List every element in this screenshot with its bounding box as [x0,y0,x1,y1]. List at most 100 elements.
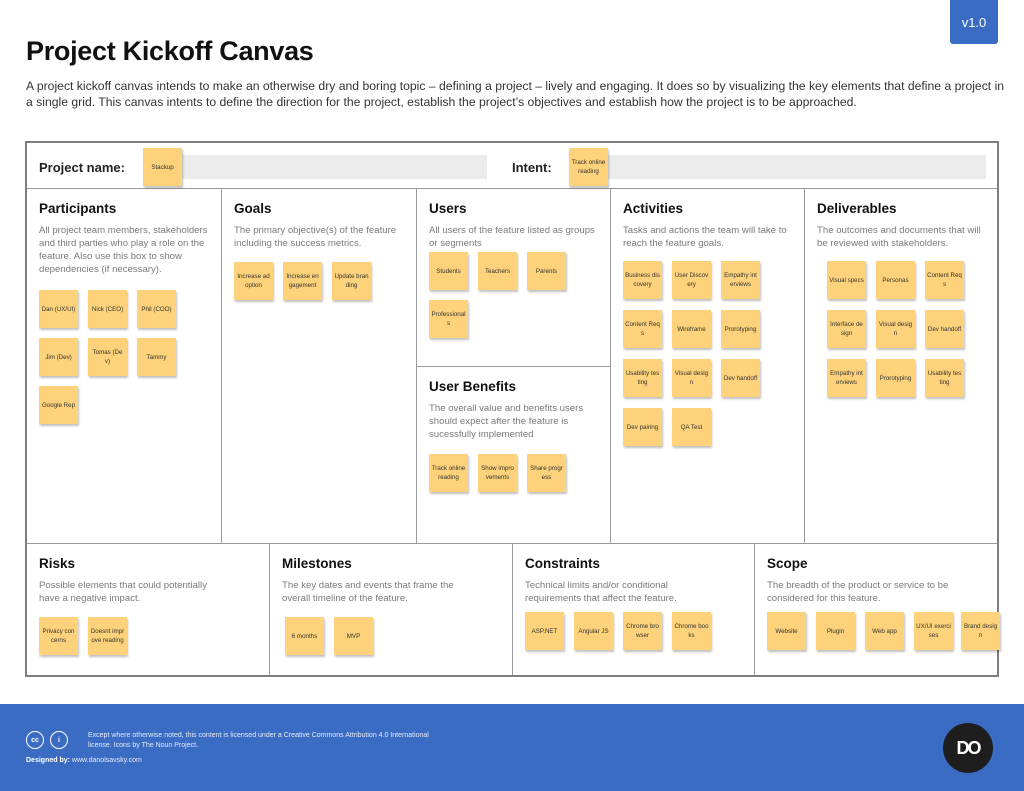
sticky-note[interactable]: Chrome books [672,612,711,650]
sticky-note[interactable]: Tomas (Dev) [88,338,127,376]
sticky-note[interactable]: Parents [527,252,566,290]
sticky-note[interactable]: Stackup [143,148,182,186]
sticky-note[interactable]: ASP.NET [525,612,564,650]
sticky-note[interactable]: Content Reqs [925,261,964,299]
section-description: Tasks and actions the team will take to … [623,225,787,249]
intro-text: A project kickoff canvas intends to make… [26,79,1005,109]
header-row: Project name: Stackup Intent: Track onli… [27,143,997,189]
project-name-label: Project name: [39,160,125,175]
participants-section: Participants All project team members, s… [27,189,222,544]
sticky-note[interactable]: Angular JS [574,612,613,650]
section-title: Goals [234,201,272,216]
sticky-note[interactable]: Empathy interviews [827,359,866,397]
sticky-note[interactable]: Website [767,612,806,650]
sticky-note[interactable]: Web app [865,612,904,650]
sticky-note[interactable]: Wireframe [672,310,711,348]
sticky-note[interactable]: Increase engagement [283,262,322,300]
section-description: Technical limits and/or conditional requ… [525,580,677,604]
users-section: Users All users of the feature listed as… [417,189,611,367]
sticky-note[interactable]: UX/UI exercises [914,612,953,650]
sticky-note[interactable]: Doesnt improve reading [88,617,127,655]
section-description: All project team members, stakeholders a… [39,225,208,275]
sticky-note[interactable]: Visual design [672,359,711,397]
license-statement: Except where otherwise noted, this conte… [88,732,429,749]
footer: cc i Except where otherwise noted, this … [0,704,1024,791]
creative-commons-icon: cc [26,731,44,749]
intent-label: Intent: [512,160,552,175]
sticky-note[interactable]: Visual design [876,310,915,348]
section-description: The primary objective(s) of the feature … [234,225,397,249]
sticky-note[interactable]: Tammy [137,338,176,376]
user-benefits-section: User Benefits The overall value and bene… [417,367,611,544]
sticky-note[interactable]: Prorotyping [876,359,915,397]
sticky-note[interactable]: Update branding [332,262,371,300]
sticky-note[interactable]: Visual specs [827,261,866,299]
goals-section: Goals The primary objective(s) of the fe… [222,189,417,544]
sticky-note[interactable]: Nick (CEO) [88,290,127,328]
section-description: All users of the feature listed as group… [429,225,595,249]
sticky-note[interactable]: 6 months [285,617,324,655]
section-title: Users [429,201,467,216]
deliverables-section: Deliverables The outcomes and documents … [805,189,997,544]
kickoff-canvas: Project name: Stackup Intent: Track onli… [25,141,1000,677]
sticky-note[interactable]: Students [429,252,468,290]
sticky-note[interactable]: Dev handoff [721,359,760,397]
version-badge: v1.0 [950,0,998,44]
brand-logo: DO [943,723,993,773]
section-title: Activities [623,201,684,216]
section-description: The outcomes and documents that will be … [817,225,981,249]
designer-link[interactable]: www.danolsavsky.com [71,757,142,764]
section-title: Participants [39,201,117,216]
milestones-section: Milestones The key dates and events that… [270,544,513,675]
section-description: The key dates and events that frame the … [282,580,454,604]
sticky-note[interactable]: Empathy interviews [721,261,760,299]
license-text: Except where otherwise noted, this conte… [88,731,448,751]
designed-by: Designed by: www.danolsavsky.com [26,757,142,764]
sticky-note[interactable]: Google Rep [39,386,78,424]
sticky-note[interactable]: Jim (Dev) [39,338,78,376]
sticky-note[interactable]: Content Reqs [623,310,662,348]
sticky-note[interactable]: Phil (COO) [137,290,176,328]
sticky-note[interactable]: MVP [334,617,373,655]
sticky-note[interactable]: Plugin [816,612,855,650]
sticky-note[interactable]: Business discovery [623,261,662,299]
sticky-note[interactable]: Increase adoption [234,262,273,300]
sticky-note[interactable]: Dan (UX/UI) [39,290,78,328]
section-description: The breadth of the product or service to… [767,580,949,604]
sticky-note[interactable]: Privacy concerns [39,617,78,655]
sticky-note[interactable]: Teachers [478,252,517,290]
sticky-note[interactable]: Interface design [827,310,866,348]
sticky-note[interactable]: Share progress [527,454,566,492]
sticky-note[interactable]: Show improvements [478,454,517,492]
sticky-note[interactable]: Brand design [961,612,1000,650]
section-title: User Benefits [429,379,517,394]
activities-section: Activities Tasks and actions the team wi… [611,189,805,544]
sticky-note[interactable]: Professionals [429,300,468,338]
project-name-field[interactable] [165,155,487,179]
section-description: The overall value and benefits users sho… [429,403,584,440]
sticky-note[interactable]: Dev handoff [925,310,964,348]
designed-by-label: Designed by: [26,757,70,764]
constraints-section: Constraints Technical limits and/or cond… [513,544,755,675]
sticky-note[interactable]: Usability testing [925,359,964,397]
section-title: Scope [767,556,808,571]
risks-section: Risks Possible elements that could poten… [27,544,270,675]
scope-section: Scope The breadth of the product or serv… [755,544,1000,675]
sticky-note[interactable]: Dev pairing [623,408,662,446]
section-title: Deliverables [817,201,897,216]
page-title: Project Kickoff Canvas [26,36,314,66]
section-title: Constraints [525,556,601,571]
intent-field[interactable] [583,155,986,179]
sticky-note[interactable]: Prorotyping [721,310,760,348]
attribution-icon: i [50,731,68,749]
sticky-note[interactable]: Track online reading [569,148,608,186]
sticky-note[interactable]: Chrome browser [623,612,662,650]
sticky-note[interactable]: Personas [876,261,915,299]
sticky-note[interactable]: Track online reading [429,454,468,492]
section-description: Possible elements that could potentially… [39,580,207,604]
section-title: Risks [39,556,76,571]
sticky-note[interactable]: QA Test [672,408,711,446]
sticky-note[interactable]: Usability testing [623,359,662,397]
section-title: Milestones [282,556,352,571]
sticky-note[interactable]: User Discovery [672,261,711,299]
